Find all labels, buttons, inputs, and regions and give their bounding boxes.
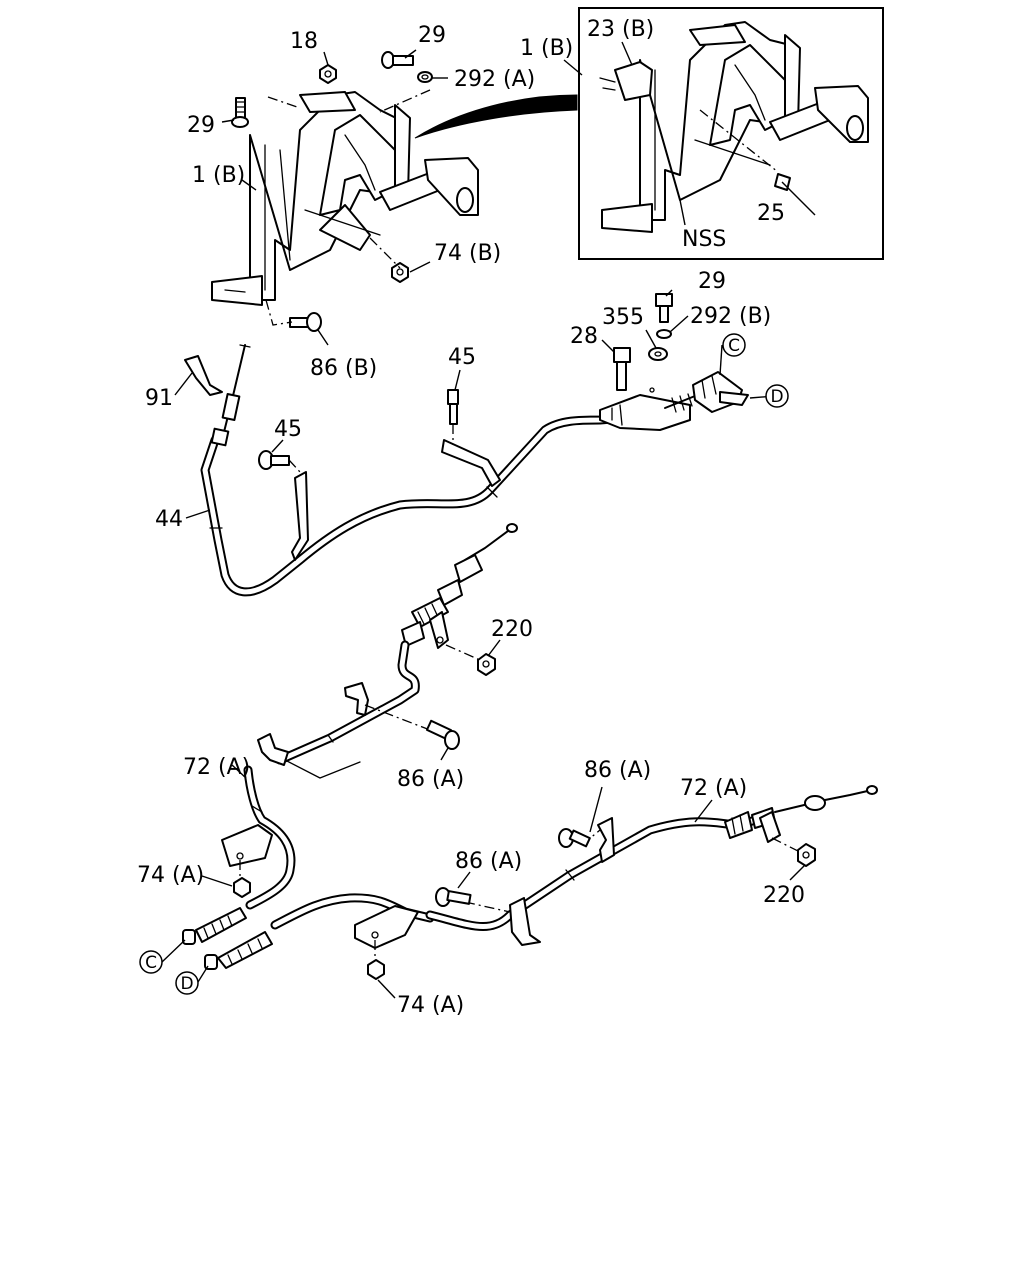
nut-18 xyxy=(319,64,337,84)
label-355: 355 xyxy=(602,305,644,330)
rear-right-cable-72a xyxy=(204,785,878,980)
label-292b: 292 (B) xyxy=(690,304,771,329)
label-nss: NSS xyxy=(682,227,726,252)
label-86a-mid: 86 (A) xyxy=(397,767,464,792)
label-1b-inset: 1 (B) xyxy=(520,36,573,61)
label-45-lower: 45 xyxy=(274,417,302,442)
label-91: 91 xyxy=(145,386,173,411)
rear-left-cable-72a xyxy=(182,765,296,945)
callout-c-bottom: C xyxy=(139,950,163,974)
parking-brake-lever-assembly xyxy=(211,91,479,306)
nut-74b xyxy=(391,262,409,283)
bolt-29-left xyxy=(231,97,249,128)
label-29-left: 29 xyxy=(187,113,215,138)
svg-text:C: C xyxy=(145,953,157,973)
label-29-right: 29 xyxy=(698,269,726,294)
label-72a-right: 72 (A) xyxy=(680,776,747,801)
callout-d-bottom: D xyxy=(175,971,199,995)
equalizer-bracket xyxy=(599,293,749,431)
label-1b-left: 1 (B) xyxy=(192,163,245,188)
label-74a-bottom: 74 (A) xyxy=(397,993,464,1018)
label-45-upper: 45 xyxy=(448,345,476,370)
callout-c-top: C xyxy=(722,333,746,357)
svg-text:C: C xyxy=(728,336,740,356)
label-220-lower: 220 xyxy=(763,883,805,908)
svg-text:D: D xyxy=(180,974,193,994)
label-28: 28 xyxy=(570,324,598,349)
label-25: 25 xyxy=(757,201,785,226)
part-labels: 18 29 292 (A) 29 1 (B) 74 (B) 86 (B) 1 (… xyxy=(137,17,805,1018)
callout-d-top: D xyxy=(765,384,789,408)
label-220-upper: 220 xyxy=(491,617,533,642)
label-86b: 86 (B) xyxy=(310,356,377,381)
leader-lines xyxy=(161,41,806,999)
label-292a: 292 (A) xyxy=(454,67,535,92)
bolt-29-top xyxy=(381,51,414,69)
label-86a-low: 86 (A) xyxy=(455,849,522,874)
label-44: 44 xyxy=(155,507,183,532)
label-29-top: 29 xyxy=(418,23,446,48)
label-23b: 23 (B) xyxy=(587,17,654,42)
washer-292a xyxy=(417,71,433,83)
bolt-86b xyxy=(289,312,322,332)
label-74b: 74 (B) xyxy=(434,241,501,266)
intermediate-cable xyxy=(257,523,518,779)
label-74a-left: 74 (A) xyxy=(137,863,204,888)
label-72a-left: 72 (A) xyxy=(183,755,250,780)
label-18: 18 xyxy=(290,29,318,54)
front-cable-44 xyxy=(184,344,665,597)
svg-text:D: D xyxy=(770,387,783,407)
nss-inset-box xyxy=(578,7,884,260)
label-86a-right: 86 (A) xyxy=(584,758,651,783)
